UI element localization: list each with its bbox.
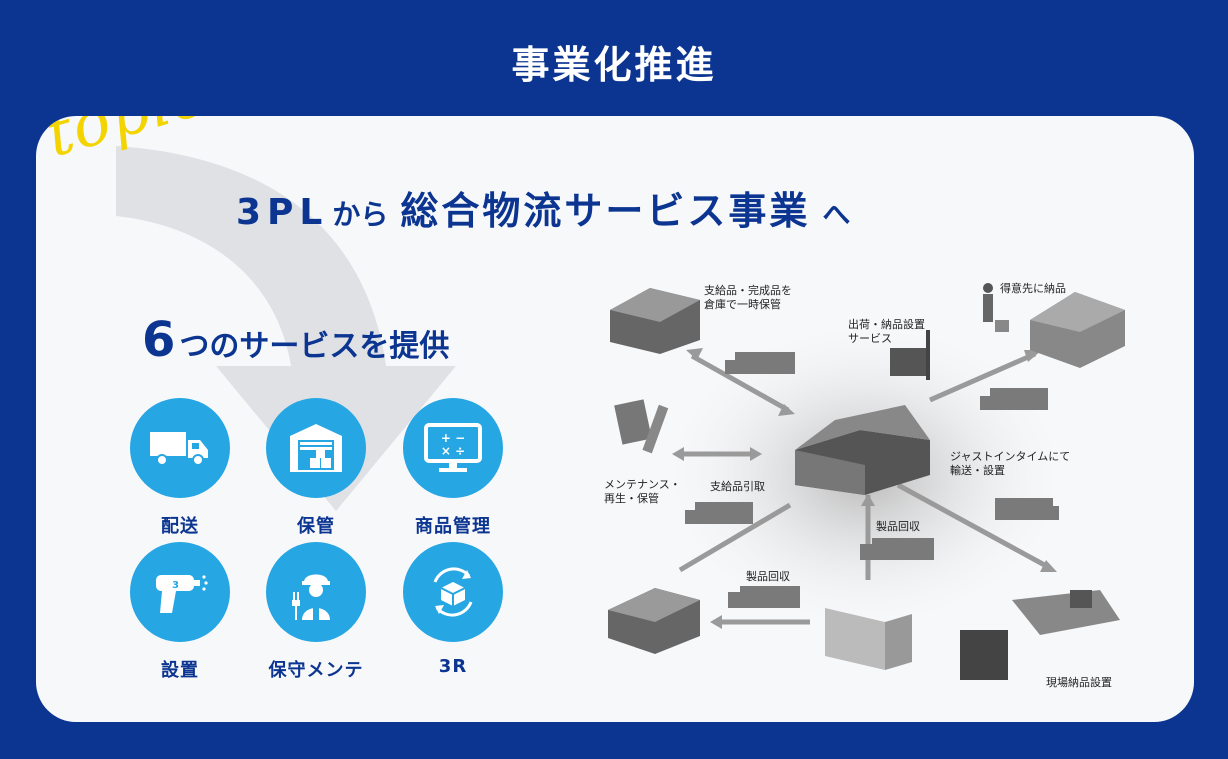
label-shipping: 出荷・納品設置 サービス	[848, 318, 925, 345]
headline-kara: から	[332, 198, 389, 231]
service-installation: 3 設置	[110, 542, 250, 682]
warehouse-icon	[266, 398, 366, 498]
subhead-number: 6	[142, 312, 176, 368]
service-3r: 3R	[383, 542, 523, 677]
headline-3pl: 3PL	[236, 192, 329, 233]
header-title: 事業化推進	[511, 43, 717, 87]
service-delivery: 配送	[110, 398, 250, 538]
svg-text:+ −: + −	[441, 431, 465, 445]
drill-icon: 3	[130, 542, 230, 642]
headline-he: へ	[822, 198, 851, 231]
label-storage: 支給品・完成品を 倉庫で一時保管	[704, 284, 792, 311]
svg-text:× ÷: × ÷	[441, 444, 465, 458]
service-label: 商品管理	[415, 516, 491, 537]
service-label: 保管	[297, 516, 335, 537]
service-label: 保守メンテ	[268, 660, 364, 681]
service-label: 配送	[161, 516, 199, 537]
subhead-text: つのサービスを提供	[179, 329, 450, 364]
recycle-box-icon	[403, 542, 503, 642]
service-label: 3R	[438, 656, 468, 677]
label-jit: ジャストインタイムにて 輸送・設置	[950, 450, 1071, 477]
monitor-calc-icon: + −× ÷	[403, 398, 503, 498]
worker-icon	[266, 542, 366, 642]
svg-text:3: 3	[172, 580, 179, 591]
label-pickup: 支給品引取	[710, 480, 765, 493]
label-customer: 得意先に納品	[1000, 282, 1066, 295]
background-arrow	[116, 146, 456, 511]
service-label: 設置	[161, 660, 199, 681]
label-collect-1: 製品回収	[876, 520, 920, 533]
service-storage: 保管	[246, 398, 386, 538]
logistics-diagram: 支給品・完成品を 倉庫で一時保管 出荷・納品設置 サービス 得意先に納品 メンテ…	[600, 270, 1140, 704]
diagram-illustration	[608, 283, 1125, 680]
label-collect-2: 製品回収	[746, 570, 790, 583]
headline-main: 総合物流サービス事業	[400, 189, 811, 233]
service-maintenance: 保守メンテ	[246, 542, 386, 682]
truck-icon	[130, 398, 230, 498]
service-inventory: + −× ÷ 商品管理	[383, 398, 523, 538]
label-site: 現場納品設置	[1046, 676, 1112, 689]
label-maintenance: メンテナンス・ 再生・保管	[604, 478, 681, 505]
central-warehouse	[795, 405, 930, 495]
